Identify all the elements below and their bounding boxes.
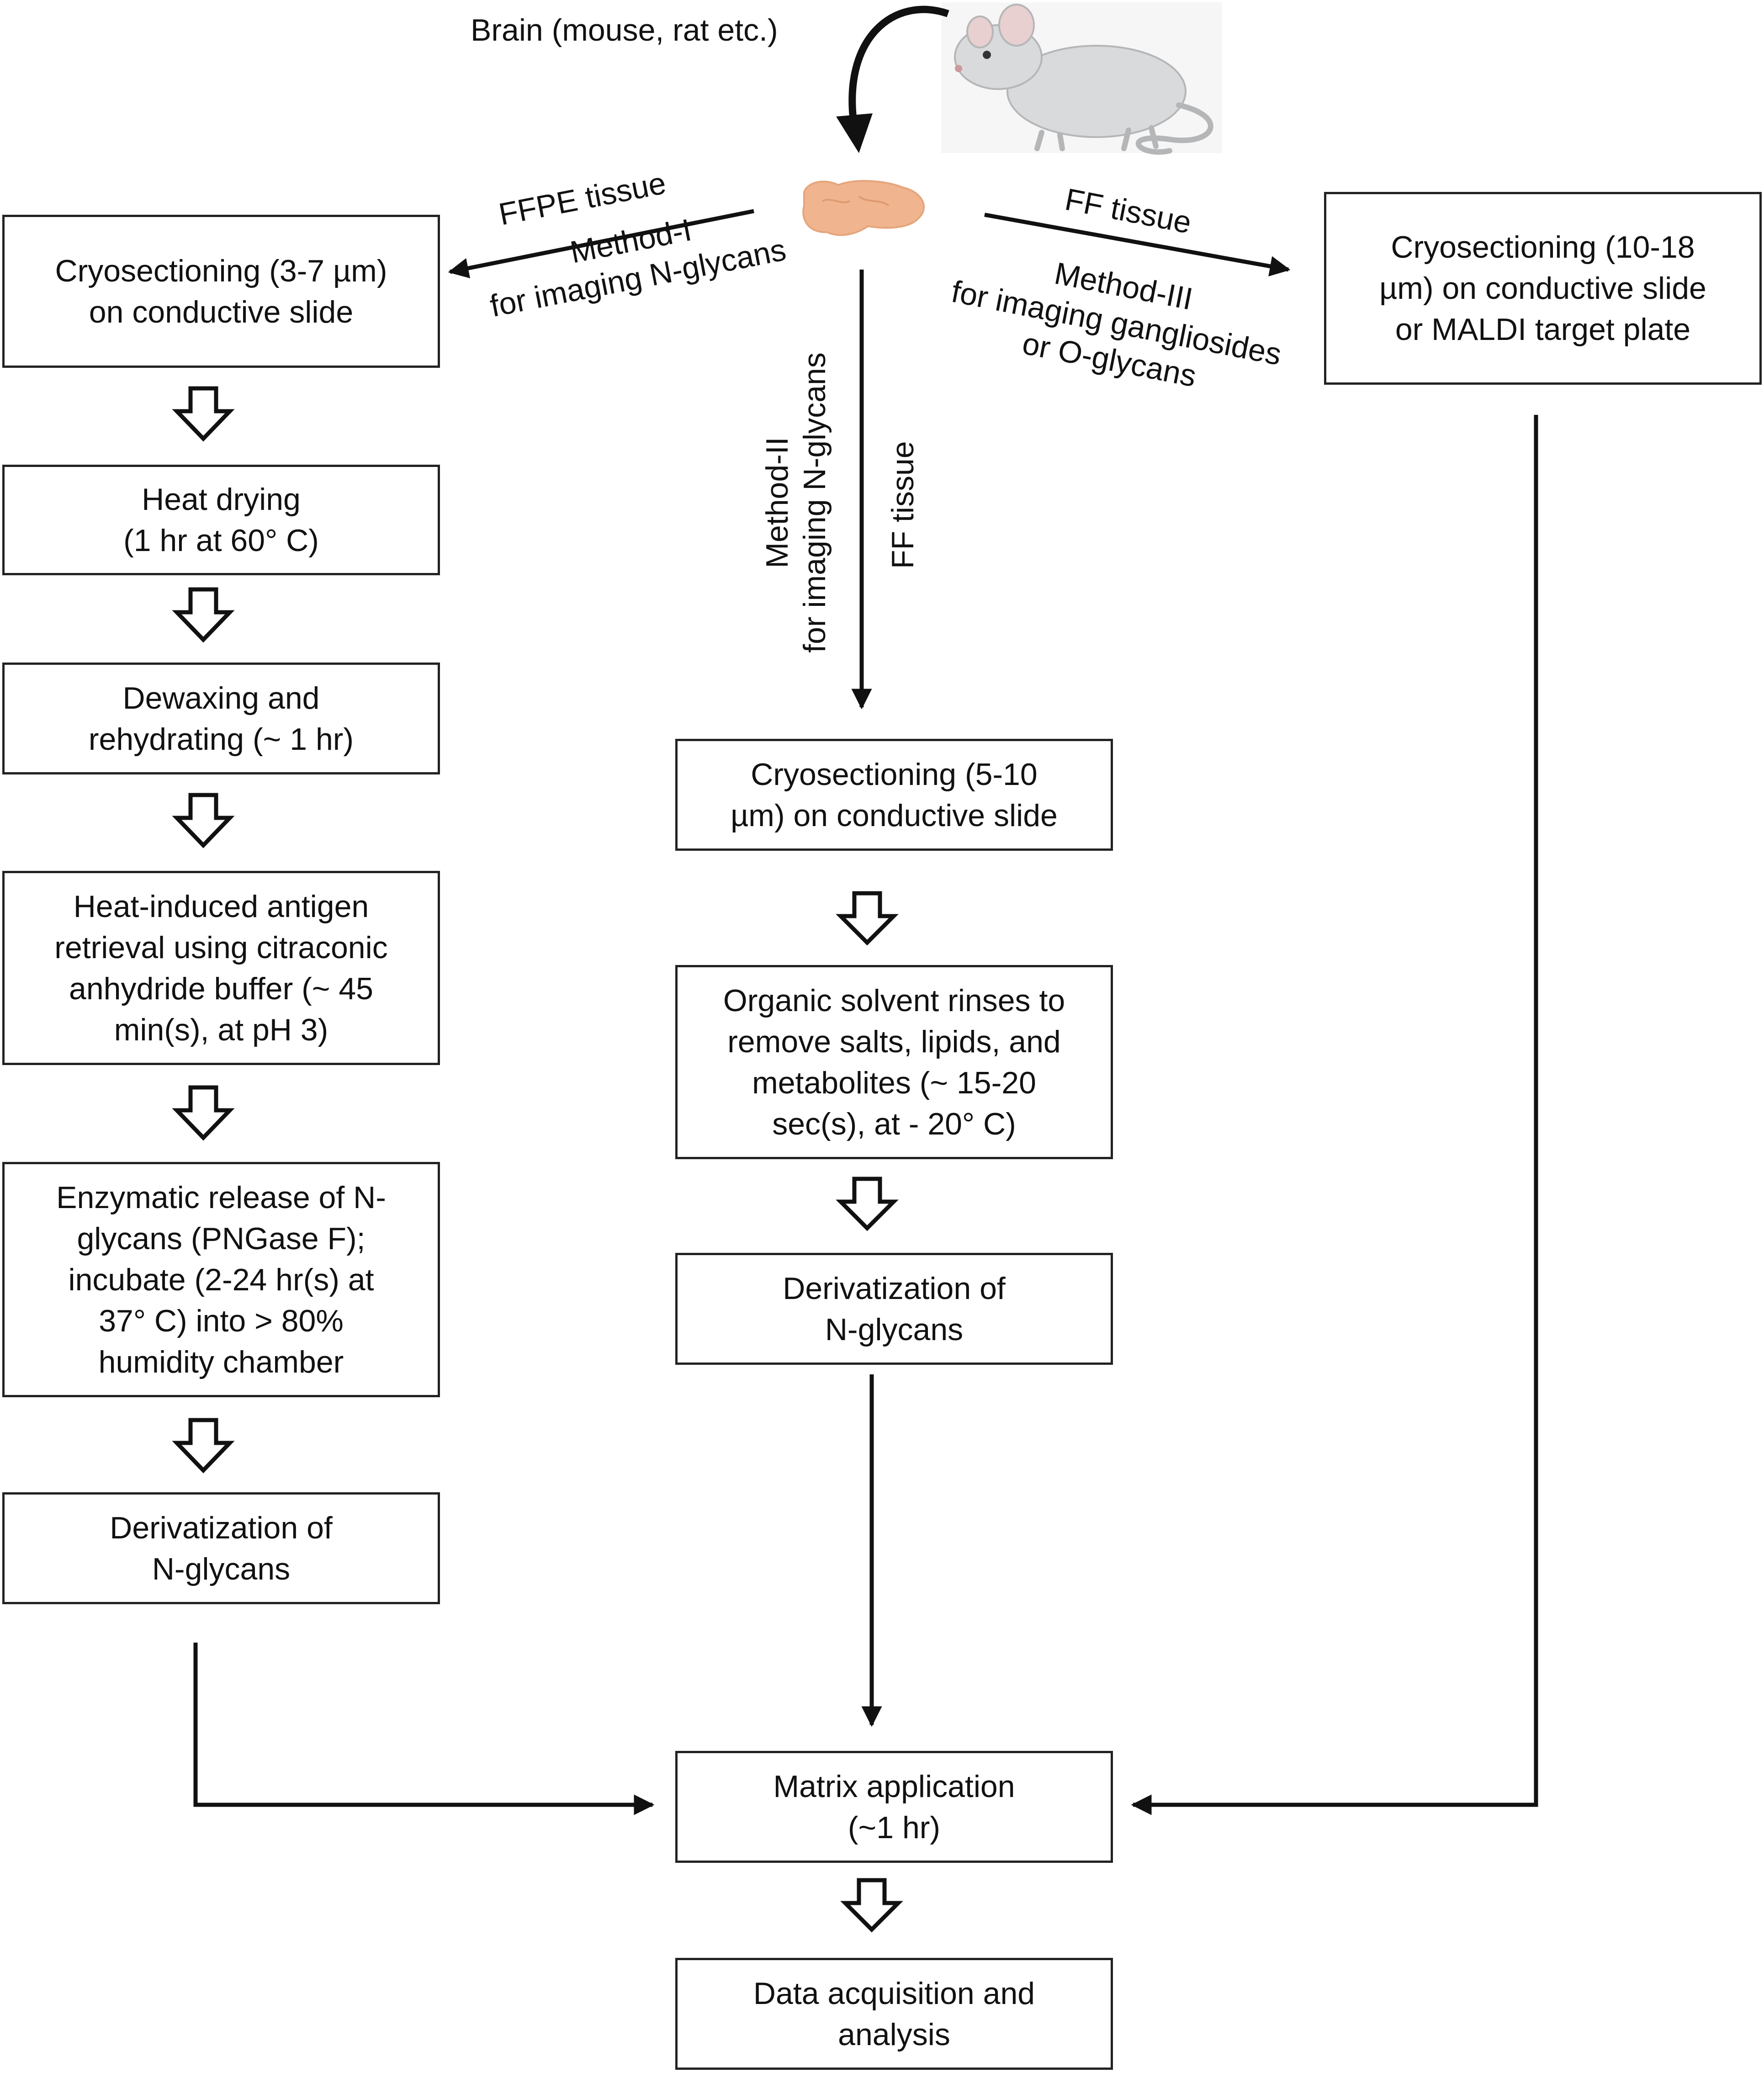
ff-tissue-middle-label: FF tissue — [885, 441, 920, 569]
source-title: Brain (mouse, rat etc.) — [471, 13, 778, 48]
middle-step-organic-rinses: Organic solvent rinses to remove salts, … — [675, 965, 1113, 1159]
data-acquisition-step: Data acquisition and analysis — [675, 1958, 1113, 2070]
down-arrow-icon — [836, 1177, 899, 1231]
arrow-to-method-3 — [984, 212, 1291, 276]
left-step-dewaxing: Dewaxing and rehydrating (~ 1 hr) — [2, 663, 440, 774]
mouse-illustration — [941, 2, 1222, 155]
down-arrow-icon — [840, 1878, 903, 1933]
down-arrow-icon — [172, 793, 235, 848]
matrix-application-step: Matrix application (~1 hr) — [675, 1751, 1113, 1863]
curved-arrow-head — [836, 113, 873, 153]
left-step-arrows — [172, 386, 235, 1474]
middle-step-arrows — [836, 891, 903, 1933]
arrow-left-to-matrix — [193, 1643, 655, 1815]
left-step-derivatization: Derivatization of N-glycans — [2, 1492, 440, 1604]
brain-illustration — [802, 180, 925, 236]
down-arrow-icon — [172, 587, 235, 643]
left-step-enzymatic-release: Enzymatic release of N- glycans (PNGase … — [2, 1162, 440, 1397]
left-step-antigen-retrieval: Heat-induced antigen retrieval using cit… — [2, 871, 440, 1065]
method-2-label: Method-II for imaging N-glycans — [760, 352, 832, 653]
middle-step-cryosectioning: Cryosectioning (5-10 µm) on conductive s… — [675, 739, 1113, 851]
down-arrow-icon — [172, 1418, 235, 1474]
middle-step-derivatization: Derivatization of N-glycans — [675, 1253, 1113, 1365]
down-arrow-icon — [172, 1085, 235, 1141]
down-arrow-icon — [172, 386, 235, 442]
left-step-cryosectioning: Cryosectioning (3-7 µm) on conductive sl… — [2, 215, 440, 368]
down-arrow-icon — [836, 891, 899, 946]
left-step-heat-drying: Heat drying (1 hr at 60° C) — [2, 465, 440, 575]
arrow-to-method-1 — [448, 209, 754, 279]
curved-arrow — [848, 5, 949, 129]
right-step-cryosectioning: Cryosectioning (10-18 µm) on conductive … — [1324, 192, 1762, 385]
arrow-right-to-matrix — [1131, 415, 1538, 1815]
